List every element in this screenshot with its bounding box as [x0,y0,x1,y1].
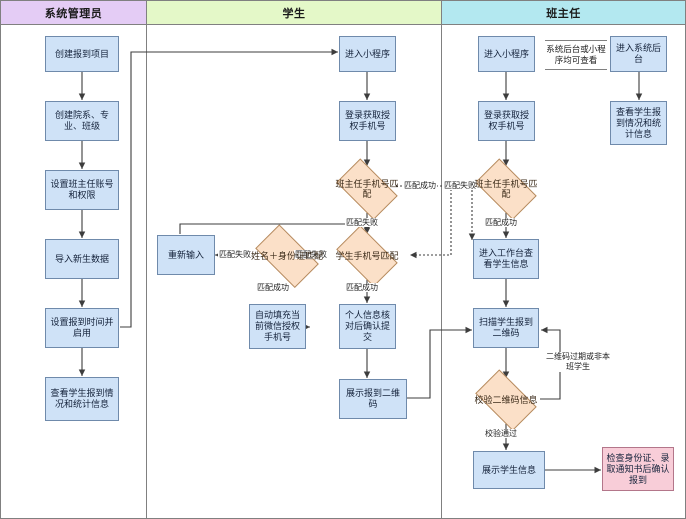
node-student-enter-miniprogram[interactable]: 进入小程序 [339,36,396,72]
lane-header-teacher-label: 班主任 [546,7,581,20]
decision-teacher-phone-match[interactable]: 班主任手机号匹配 [470,157,542,220]
note-label: 系统后台或小程序均可查看 [546,44,606,65]
edge-label-s3-success: 匹配成功 [403,181,437,190]
node-label: 进入系统后台 [615,43,661,64]
node-import-students[interactable]: 导入新生数据 [45,239,119,279]
node-label: 创建报到项目 [54,48,109,59]
edge-label-t3-success: 匹配成功 [484,218,518,227]
node-label: 登录获取授权手机号 [483,110,529,131]
node-enter-backend[interactable]: 进入系统后台 [610,36,667,72]
node-student-login-phone[interactable]: 登录获取授权手机号 [339,101,396,141]
node-label: 班主任手机号匹配 [335,178,399,199]
node-confirm-checkin[interactable]: 检查身份证、录取通知书后确认报到 [602,447,674,491]
node-label: 重新输入 [167,249,204,260]
node-label: 创建院系、专业、班级 [54,110,109,131]
node-label: 展示学生信息 [481,464,536,475]
decision-name-id-match[interactable]: 姓名＋身份证匹配 [249,223,325,288]
node-label: 进入工作台查看学生信息 [478,248,533,269]
node-label: 登录获取授权手机号 [344,110,390,131]
node-label: 导入新生数据 [54,253,109,264]
node-label: 班主任手机号匹配 [474,178,538,199]
edge-label-t6-pass: 校验通过 [484,429,518,438]
node-label: 进入小程序 [483,48,529,59]
node-set-teacher-account[interactable]: 设置班主任账号和权限 [45,170,119,210]
node-label: 个人信息核对后确认提交 [344,310,390,342]
node-label: 设置报到时间并启用 [50,317,114,338]
node-admin-view-stats[interactable]: 查看学生报到情况和统计信息 [45,377,119,421]
decision-student-phone-match[interactable]: 学生手机号匹配 [331,224,403,287]
node-show-student-info[interactable]: 展示学生信息 [473,451,545,489]
node-create-org[interactable]: 创建院系、专业、班级 [45,101,119,141]
lane-header-admin: 系统管理员 [0,0,147,25]
node-label: 进入小程序 [344,48,390,59]
node-confirm-submit-info[interactable]: 个人信息核对后确认提交 [339,304,396,349]
lane-header-student-label: 学生 [282,7,306,20]
edge-label-s3-fail: 匹配失败 [345,218,379,227]
node-teacher-view-stats[interactable]: 查看学生报到情况和统计信息 [610,101,667,145]
node-label: 查看学生报到情况和统计信息 [615,106,661,139]
edge-label-t3-fail: 匹配失败 [443,181,477,190]
node-scan-qrcode[interactable]: 扫描学生报到二维码 [473,308,539,348]
node-label: 学生手机号匹配 [335,250,399,261]
lane-divider-teacher [441,24,442,519]
edge-label-s4-success: 匹配成功 [345,283,379,292]
note-backend-or-miniprogram: 系统后台或小程序均可查看 [545,40,607,70]
decision-student-teacher-phone-match[interactable]: 班主任手机号匹配 [331,157,403,220]
edge-label-t6-fail: 二维码过期或非本班学生 [545,352,611,372]
edge-label-s5-success: 匹配成功 [256,283,290,292]
node-label: 查看学生报到情况和统计信息 [50,388,114,409]
edge-label-s4-fail: 匹配失败 [294,250,328,259]
decision-verify-qrcode[interactable]: 校验二维码信息 [470,368,542,431]
node-label: 检查身份证、录取通知书后确认报到 [606,452,670,485]
node-set-time-enable[interactable]: 设置报到时间并启用 [45,308,119,348]
node-label: 校验二维码信息 [474,394,538,405]
node-create-project[interactable]: 创建报到项目 [45,36,119,72]
node-teacher-login-phone[interactable]: 登录获取授权手机号 [478,101,535,141]
lane-header-student: 学生 [146,0,442,25]
lane-header-admin-label: 系统管理员 [44,7,103,20]
node-label: 展示报到二维码 [345,388,400,409]
node-show-qrcode[interactable]: 展示报到二维码 [339,379,407,419]
node-label: 姓名＋身份证匹配 [251,250,324,261]
node-reinput[interactable]: 重新输入 [157,235,215,275]
node-label: 设置班主任账号和权限 [50,179,114,200]
edge-label-s5-fail: 匹配失败 [218,250,252,259]
lane-divider-student [146,24,147,519]
lane-header-teacher: 班主任 [441,0,686,25]
node-autofill-wechat-phone[interactable]: 自动填充当前微信授权手机号 [249,304,306,349]
node-label: 自动填充当前微信授权手机号 [254,310,300,342]
node-label: 扫描学生报到二维码 [478,317,533,338]
node-teacher-workbench[interactable]: 进入工作台查看学生信息 [473,239,539,279]
node-teacher-enter-miniprogram[interactable]: 进入小程序 [478,36,535,72]
